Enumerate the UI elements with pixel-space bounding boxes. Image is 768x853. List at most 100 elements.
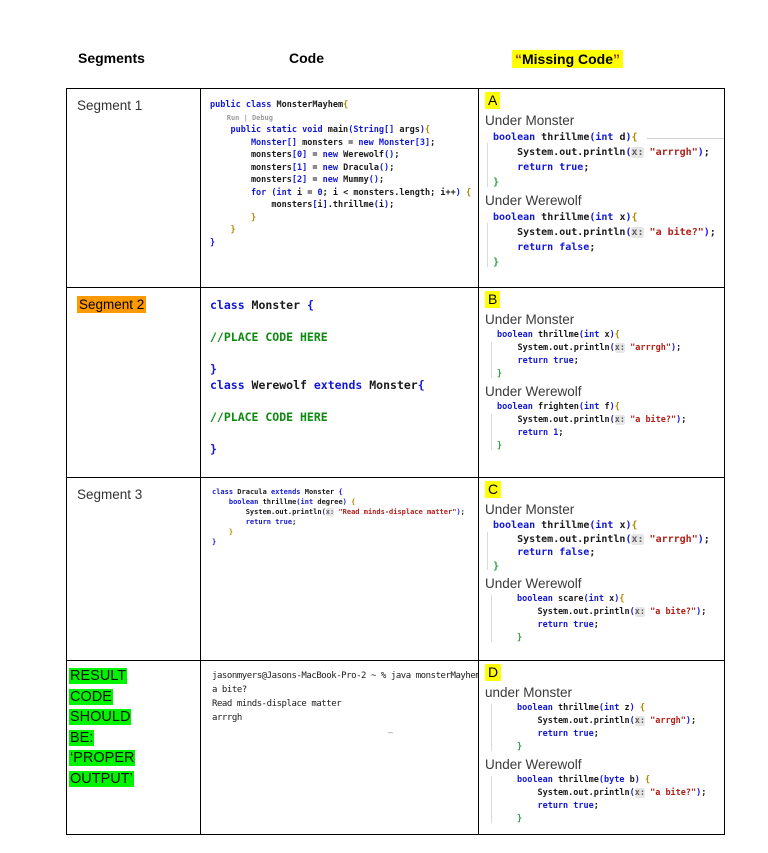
- cell-segment-2: Segment 2: [67, 288, 201, 478]
- code-token: ;: [701, 788, 707, 798]
- code-line: }: [493, 255, 724, 270]
- indent-guide: [491, 414, 492, 450]
- code-token: Werewolf: [251, 378, 314, 392]
- code-token: System.out.println: [493, 227, 626, 238]
- code-token: }: [493, 560, 500, 572]
- code-token: (: [625, 147, 632, 158]
- code-line: Read minds-displace matter: [212, 697, 478, 711]
- code-line: System.out.println(x: "a bite?");: [497, 414, 724, 427]
- code-token: new: [322, 175, 344, 185]
- code-token: x: [619, 520, 626, 531]
- code-line: monsters[2] = new Mummy();: [210, 174, 478, 187]
- code-token: frighten: [537, 402, 579, 412]
- code-token: class: [210, 378, 252, 392]
- cell-missing-4: D under Monster boolean thrillme(int z) …: [479, 661, 724, 834]
- code-token: monsters: [210, 150, 292, 160]
- result-note-line: RESULT: [69, 666, 200, 687]
- code-token: ;: [681, 415, 687, 425]
- code-line: System.out.println(x: "Read minds-displa…: [212, 507, 478, 517]
- code-token: ; i < monsters.length; i++: [322, 187, 456, 198]
- code-token: "arrrgh": [643, 533, 698, 545]
- code-line: return 1;: [497, 427, 724, 440]
- code-token: return true: [517, 620, 594, 630]
- code-token: }: [210, 362, 217, 376]
- code-token: monsters =: [302, 137, 359, 148]
- code-line: boolean thrillme(int z) {: [517, 702, 724, 715]
- code-token: (): [368, 175, 379, 185]
- code-token: boolean: [493, 520, 542, 531]
- code-line: [210, 313, 478, 329]
- code-token: ): [419, 125, 425, 135]
- code-token: (: [629, 716, 635, 726]
- code-token: ): [455, 187, 466, 198]
- code-token: ;: [430, 137, 436, 148]
- under-werewolf-label: Under Werewolf: [485, 757, 582, 772]
- code-token: ;: [709, 227, 716, 238]
- code-token: thrillme: [541, 520, 590, 531]
- code-line: Monster[] monsters = new Monster[3];: [210, 137, 478, 150]
- code-line: boolean thrillme(int x){: [493, 519, 724, 533]
- code-token: System.out.println: [497, 343, 610, 353]
- code-token: ;: [703, 147, 710, 158]
- under-monster-label: Under Monster: [485, 113, 575, 128]
- code-line: [210, 345, 478, 361]
- code-token: "Read minds-displace matter": [334, 508, 457, 516]
- code-line: return false;: [493, 240, 724, 255]
- snippet-d-werewolf: boolean thrillme(byte b) { System.out.pr…: [491, 774, 724, 826]
- code-token: ): [609, 402, 615, 412]
- cell-segment-1: Segment 1: [67, 89, 201, 288]
- code-token: (: [578, 330, 585, 340]
- code-token: return true: [493, 162, 584, 173]
- segment-3-label: Segment 3: [77, 487, 143, 502]
- code-token: z: [624, 703, 630, 713]
- code-line: //PLACE CODE HERE: [210, 409, 478, 425]
- code-token: x:: [631, 227, 644, 238]
- code-token: ): [676, 415, 682, 425]
- indent-guide: [491, 595, 492, 642]
- code-line: }: [493, 560, 724, 574]
- code-token: {: [338, 488, 343, 496]
- code-token: ): [685, 716, 692, 726]
- code-token: return false: [493, 242, 590, 253]
- code-token: }: [493, 177, 500, 188]
- indent-guide: [487, 223, 488, 267]
- code-token: ]: [302, 175, 308, 185]
- indent-guide: [487, 532, 488, 570]
- code-token: int: [595, 212, 620, 223]
- code-token: }: [497, 369, 503, 379]
- code-token: 2: [297, 175, 303, 185]
- code-token: ;: [292, 518, 297, 526]
- code-token: 3: [419, 137, 425, 148]
- code-token: return: [497, 428, 554, 438]
- code-line: }: [210, 237, 478, 250]
- code-token: x:: [631, 147, 644, 158]
- code-token: }: [493, 257, 500, 268]
- code-line: boolean thrillme(int degree) {: [212, 497, 478, 507]
- code-token: //PLACE CODE HERE: [210, 410, 328, 424]
- green-highlight: ‘PROPER: [69, 750, 136, 766]
- code-token: (: [578, 402, 585, 412]
- code-token: 0: [297, 150, 303, 160]
- code-token: System.out.println: [517, 788, 630, 798]
- code-token: ;: [589, 547, 596, 558]
- code-line: boolean scare(int x){: [517, 593, 724, 606]
- code-token: Dracula: [237, 488, 272, 496]
- code-token: boolean: [517, 594, 558, 604]
- code-token: }: [497, 441, 503, 451]
- green-highlight: BE:: [69, 729, 95, 746]
- code-token: (: [625, 533, 632, 545]
- code-token: }: [517, 742, 523, 752]
- code-token: ): [697, 533, 704, 545]
- code-token: x: [604, 330, 610, 340]
- code-token: String: [353, 125, 385, 135]
- code-token: (: [373, 200, 379, 210]
- code-token: {: [619, 594, 625, 604]
- code-token: boolean: [493, 212, 542, 223]
- under-werewolf-label: Under Werewolf: [485, 576, 582, 591]
- code-token: System.out.println: [517, 607, 630, 617]
- code-token: monsters: [210, 200, 313, 210]
- snippet-c-monster: boolean thrillme(int x){ System.out.prin…: [487, 519, 724, 574]
- code-token: ;: [676, 343, 682, 353]
- code-token: ;: [703, 533, 710, 545]
- code-token: jasonmyers@Jasons-MacBook-Pro-2 ~ % java…: [212, 671, 479, 681]
